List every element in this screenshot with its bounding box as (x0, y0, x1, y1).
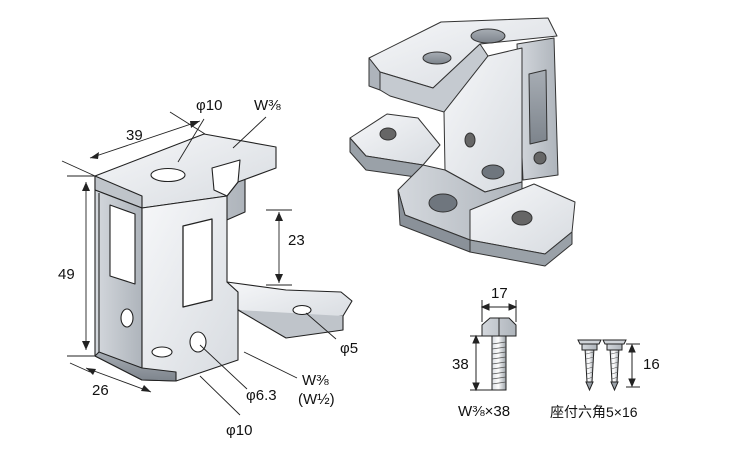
screw-caption: 座付六角5×16 (550, 404, 638, 420)
bolt-caption: W⅜×38 (458, 403, 511, 420)
screw-length: 16 (643, 356, 660, 373)
iso-bottom-hole (428, 193, 458, 213)
screw-left (577, 339, 602, 392)
side-hole (189, 331, 207, 353)
left-window (109, 204, 136, 285)
screw-drawing (577, 339, 640, 392)
dim-top-hole: φ10 (196, 97, 223, 114)
dim-opening-23: 23 (288, 232, 305, 249)
front-window (182, 218, 213, 308)
bottom-hole (151, 346, 173, 358)
dim-front-slot: W⅜ (302, 372, 329, 389)
screw-right (602, 339, 627, 392)
iso-top-hole-1 (470, 28, 506, 44)
dim-width-39: 39 (126, 127, 143, 144)
bracket-dimensioned-view (94, 133, 353, 382)
bolt-length: 38 (452, 356, 469, 373)
dim-top-slot: W⅜ (254, 97, 281, 114)
dim-bottom-hole: φ10 (226, 422, 253, 439)
tab-hole (292, 304, 312, 316)
bolt-head-width: 17 (491, 285, 508, 302)
top-hole (150, 167, 186, 183)
bolt-drawing (470, 300, 518, 392)
dim-tab-hole: φ5 (340, 340, 359, 357)
dim-side-hole: φ6.3 (246, 387, 277, 404)
dimension-arrows (82, 121, 283, 392)
dim-front-slot-alt: (W½) (298, 391, 335, 408)
dimension-lines (61, 111, 337, 416)
top-slot (211, 159, 241, 197)
bracket-isometric-view (349, 17, 576, 267)
dim-height-49: 49 (58, 266, 75, 283)
dim-depth-26: 26 (92, 382, 109, 399)
iso-back-window (528, 69, 548, 145)
